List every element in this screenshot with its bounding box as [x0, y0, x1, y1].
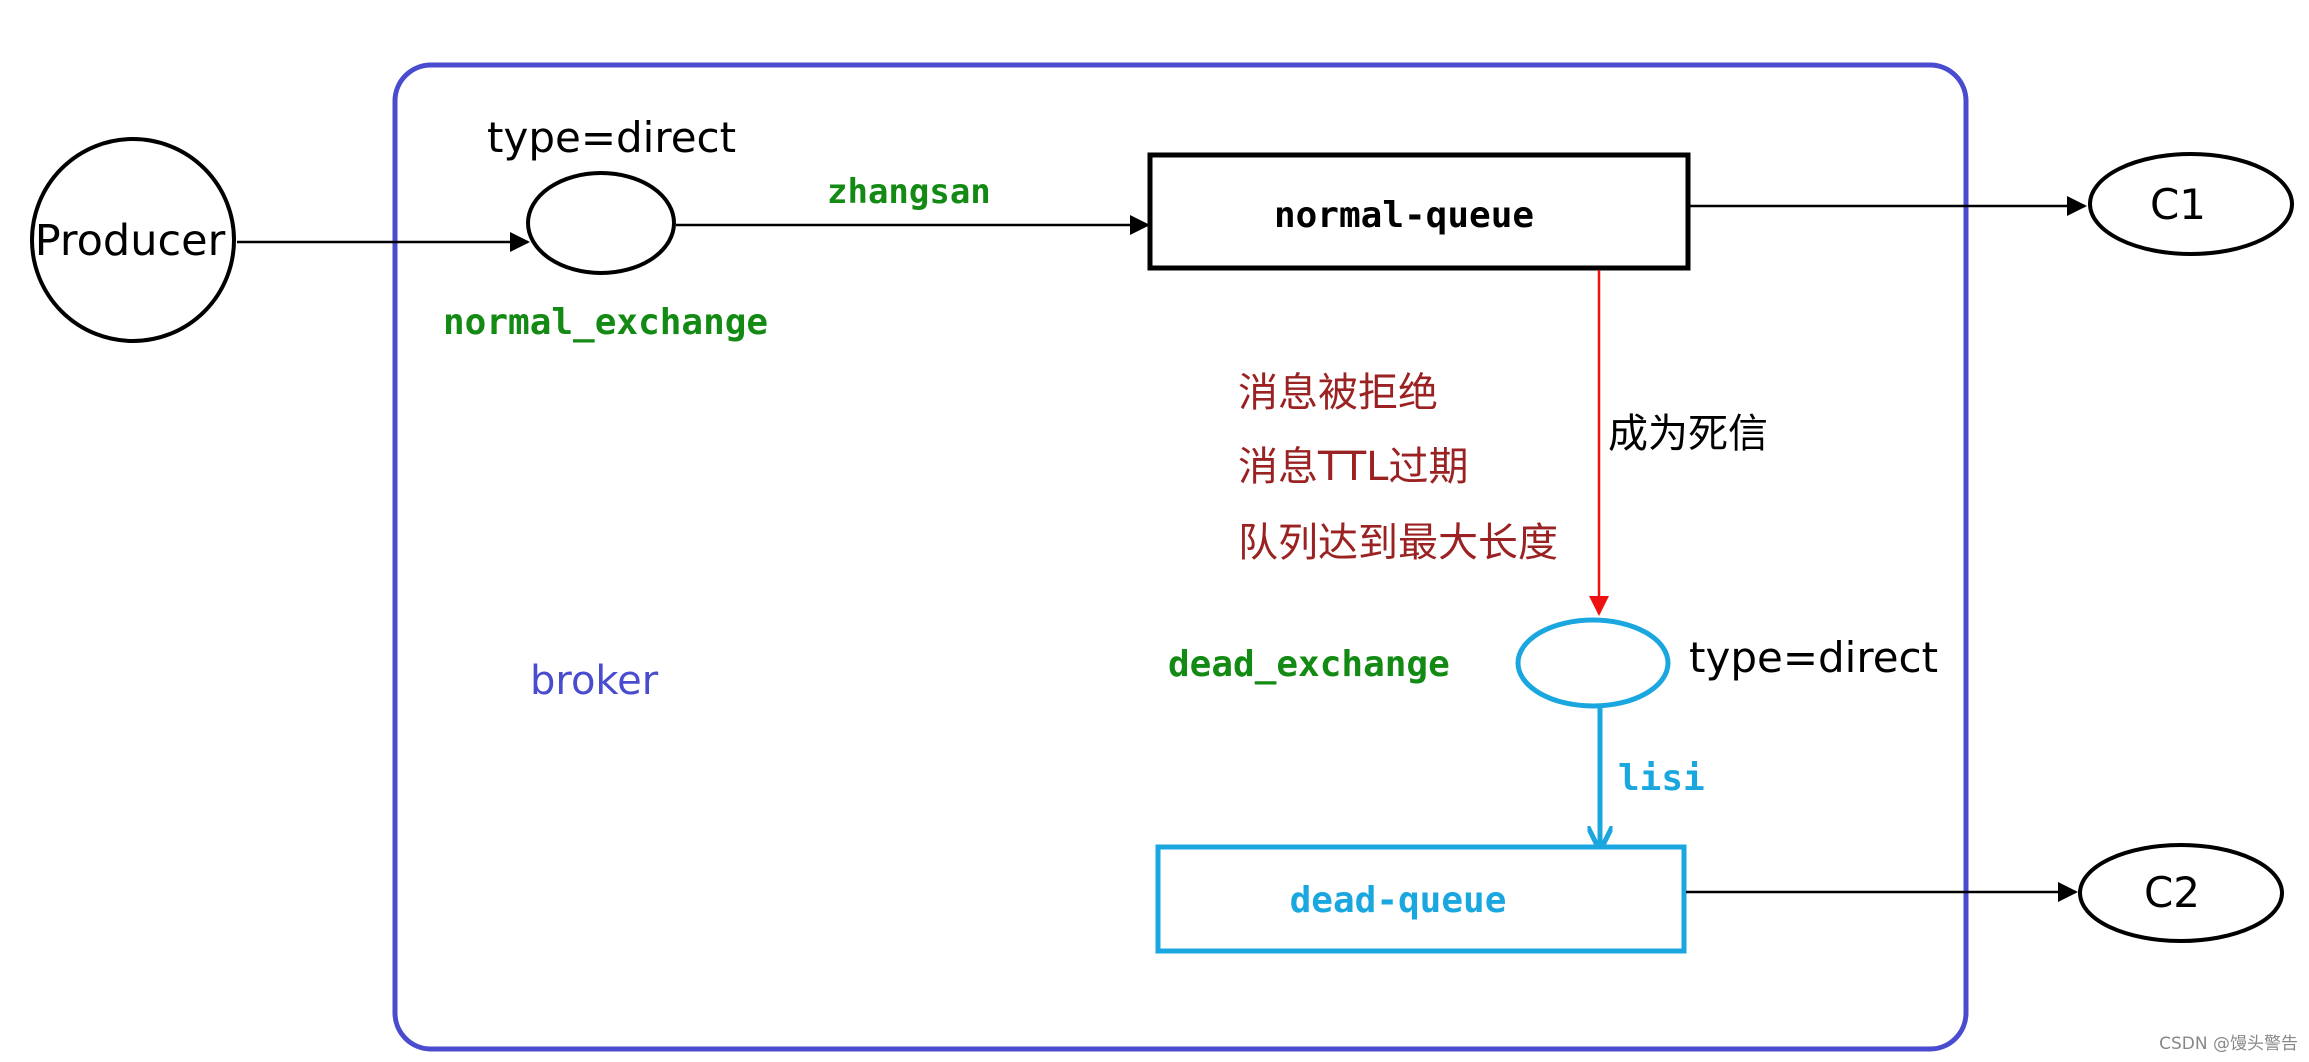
consumer-c2-node	[2078, 843, 2284, 943]
consumer-c1-label: C1	[2150, 180, 2206, 229]
normal-exchange-node	[526, 171, 676, 275]
routing-key-dead-label: lisi	[1618, 758, 1705, 799]
dead-queue-label: dead-queue	[1290, 880, 1507, 921]
producer-label: Producer	[35, 216, 226, 266]
producer-node	[30, 137, 236, 343]
consumer-c2-label: C2	[2144, 868, 2200, 917]
dead-queue-node	[1155, 844, 1687, 954]
normal-queue-node	[1147, 152, 1691, 271]
dead-exchange-type-label: type=direct	[1689, 633, 1938, 682]
normal-exchange-type-label: type=direct	[487, 113, 736, 162]
dead-exchange-name-label: dead_exchange	[1168, 644, 1450, 685]
becomes-dead-letter-label: 成为死信	[1608, 411, 1768, 457]
dead-letter-reason-max-length: 队列达到最大长度	[1238, 520, 1558, 566]
routing-key-normal-label: zhangsan	[827, 172, 991, 212]
consumer-c1-node	[2088, 152, 2294, 256]
dead-exchange-node	[1515, 617, 1671, 709]
normal-queue-label: normal-queue	[1274, 195, 1534, 236]
normal-exchange-name-label: normal_exchange	[443, 302, 768, 343]
watermark-label: CSDN @馒头警告	[2159, 1034, 2298, 1054]
broker-container	[392, 62, 1969, 1052]
dead-letter-reason-ttl-expired: 消息TTL过期	[1238, 444, 1468, 490]
dead-letter-reason-rejected: 消息被拒绝	[1238, 370, 1438, 416]
broker-label: broker	[530, 658, 659, 704]
